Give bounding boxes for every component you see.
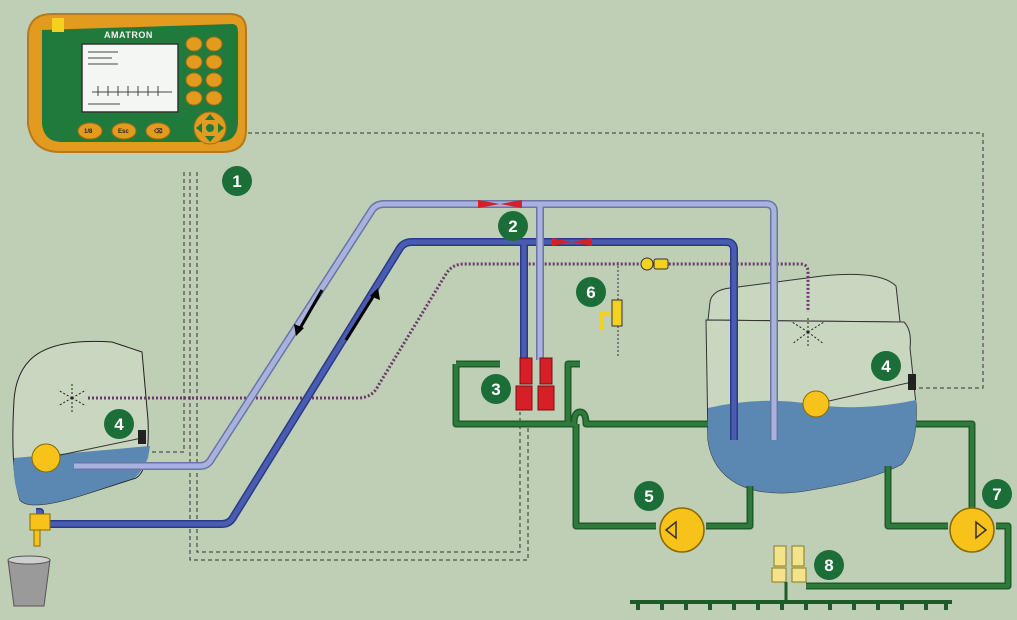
brand-logo — [52, 18, 64, 32]
agitator-spray-left — [57, 384, 87, 412]
badge-4-left: 4 — [104, 409, 134, 439]
spray-boom — [630, 582, 952, 610]
flow-arrows — [294, 288, 380, 341]
bucket — [7, 555, 51, 607]
badge-5: 5 — [634, 481, 664, 511]
svg-text:4: 4 — [114, 415, 124, 434]
flow-meter — [478, 200, 592, 246]
pressure-gauge — [640, 257, 669, 271]
amatron-terminal[interactable]: AMATRON 1/8 Esc ⌫ — [27, 13, 247, 153]
pressure-pipe — [74, 200, 778, 470]
svg-text:5: 5 — [644, 487, 653, 506]
badge-1: 1 — [222, 166, 252, 196]
pump-7 — [949, 507, 995, 553]
badge-3: 3 — [481, 374, 511, 404]
svg-text:7: 7 — [992, 485, 1001, 504]
svg-text:2: 2 — [508, 217, 517, 236]
return-line — [88, 262, 810, 400]
section-valves[interactable] — [515, 357, 555, 411]
direction-pad[interactable] — [193, 111, 227, 145]
level-float-left — [31, 430, 146, 473]
badge-6: 6 — [576, 277, 606, 307]
badge-4-right: 4 — [871, 351, 901, 381]
bottom-buttons[interactable]: 1/8 Esc ⌫ — [77, 122, 171, 140]
button-label-1: 1/8 — [84, 129, 93, 135]
svg-text:1: 1 — [232, 172, 241, 191]
terminal-brand-text: AMATRON — [104, 30, 153, 40]
level-float-right — [802, 374, 916, 418]
svg-text:4: 4 — [881, 357, 891, 376]
button-label-back: ⌫ — [153, 128, 163, 135]
signal-lines — [146, 132, 984, 561]
svg-text:6: 6 — [586, 283, 595, 302]
screen-content — [88, 51, 172, 105]
svg-text:8: 8 — [824, 556, 833, 575]
pressure-sensor — [600, 299, 623, 330]
terminal-screen — [81, 43, 179, 113]
badge-8: 8 — [814, 550, 844, 580]
badge-2: 2 — [498, 211, 528, 241]
filler-tap[interactable] — [29, 513, 51, 547]
green-pipes — [452, 360, 1012, 590]
nozzle-valve-block[interactable] — [771, 545, 807, 583]
badge-7: 7 — [982, 479, 1012, 509]
svg-text:3: 3 — [491, 380, 500, 399]
function-keys[interactable] — [185, 36, 223, 106]
pump-5 — [659, 507, 705, 553]
agitator-spray-right — [791, 316, 825, 348]
button-label-esc: Esc — [118, 129, 129, 135]
